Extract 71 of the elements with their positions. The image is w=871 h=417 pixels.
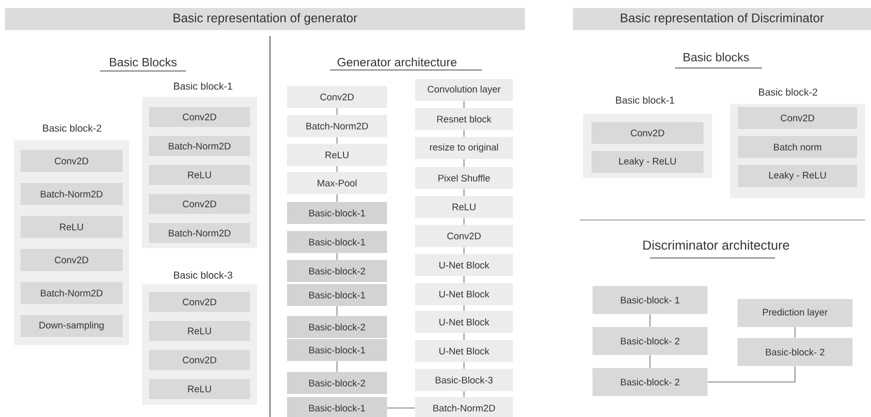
connector-line	[336, 136, 338, 144]
section-heading: Basic Blocks	[110, 58, 177, 66]
layer-box: ReLU	[149, 321, 250, 341]
title-bar: Basic representation of Discriminator	[573, 8, 871, 30]
layer-box: Conv2D	[592, 122, 704, 144]
layer-box: Resnet block	[415, 108, 513, 130]
title-bar: Basic representation of generator	[5, 8, 525, 30]
connector-line	[336, 108, 338, 116]
block-box: Basic-block-1	[287, 339, 387, 361]
connector-line	[794, 326, 796, 338]
layer-box: Down-sampling	[20, 315, 122, 337]
layer-box: Batch-Norm2D	[149, 223, 250, 243]
block-heading: Basic block-3	[174, 271, 232, 279]
layer-box: Conv2D	[738, 107, 857, 129]
block-box: Basic-block-2	[287, 260, 387, 282]
block-box: Basic-block- 1	[592, 286, 708, 314]
layer-box: Batch-Norm2D	[149, 136, 250, 156]
block-box: Basic-block-1	[287, 202, 387, 224]
connector-line	[336, 166, 338, 172]
block-box: Prediction layer	[738, 299, 852, 327]
layer-box: Conv2D	[149, 194, 250, 214]
block-heading: Basic block-1	[616, 96, 674, 104]
block-box: Basic-block-1	[287, 231, 387, 253]
connector-line	[336, 360, 338, 372]
layer-box: U-Net Block	[415, 340, 513, 362]
layer-box: U-Net Block	[415, 283, 513, 305]
layer-box: resize to original	[415, 137, 513, 159]
block-heading: Basic block-2	[759, 88, 818, 96]
layer-box: ReLU	[287, 144, 387, 166]
layer-box: ReLU	[20, 216, 122, 238]
connector-line	[336, 252, 338, 260]
block-box: Basic-block-2	[287, 372, 387, 394]
layer-box: Conv2D	[20, 150, 122, 172]
block-box: Basic-block-1	[287, 397, 387, 417]
layer-box: U-Net Block	[415, 254, 513, 276]
block-box: Basic-block- 2	[592, 327, 708, 355]
layer-box: Max-Pool	[287, 172, 387, 194]
section-heading: Discriminator architecture	[643, 240, 790, 250]
layer-box: Conv2D	[149, 292, 250, 312]
layer-box: Batch-Norm2D	[20, 183, 122, 205]
connector-line	[707, 366, 796, 382]
layer-box: ReLU	[149, 379, 250, 399]
block-box: Basic-block- 2	[592, 368, 708, 396]
layer-box: Conv2D	[287, 86, 387, 108]
connector-line	[336, 306, 338, 316]
layer-box: Conv2D	[149, 350, 250, 370]
node-label: Basic-block-2	[309, 324, 366, 330]
section-heading: Basic blocks	[684, 52, 749, 62]
block-heading: Basic block-1	[174, 82, 232, 90]
layer-box: Batch norm	[738, 136, 857, 158]
block-heading: Basic block-2	[43, 124, 102, 132]
layer-box: Leaky - ReLU	[592, 151, 704, 173]
block-box: Basic-block-1	[287, 284, 387, 306]
layer-box: Pixel Shuffle	[415, 167, 513, 189]
layer-box: Conv2D	[20, 249, 122, 271]
layer-box: Batch-Norm2D	[287, 115, 387, 137]
block-box: Basic-block- 2	[738, 338, 852, 366]
layer-box: Batch-Norm2D	[415, 397, 513, 417]
layer-box: Convolution layer	[415, 79, 513, 101]
block-box: Basic-block-2	[287, 316, 387, 338]
layer-box: Leaky - ReLU	[738, 165, 857, 187]
connector-line	[336, 194, 338, 202]
layer-box: ReLU	[149, 165, 250, 185]
layer-box: U-Net Block	[415, 311, 513, 333]
layer-box: ReLU	[415, 196, 513, 218]
node-label: Basic-block-1	[309, 346, 366, 354]
section-heading: Generator architecture	[338, 58, 456, 66]
layer-box: Batch-Norm2D	[20, 282, 122, 304]
layer-box: Conv2D	[415, 225, 513, 247]
layer-box: Basic-Block-3	[415, 369, 513, 391]
layer-box: Conv2D	[149, 107, 250, 127]
